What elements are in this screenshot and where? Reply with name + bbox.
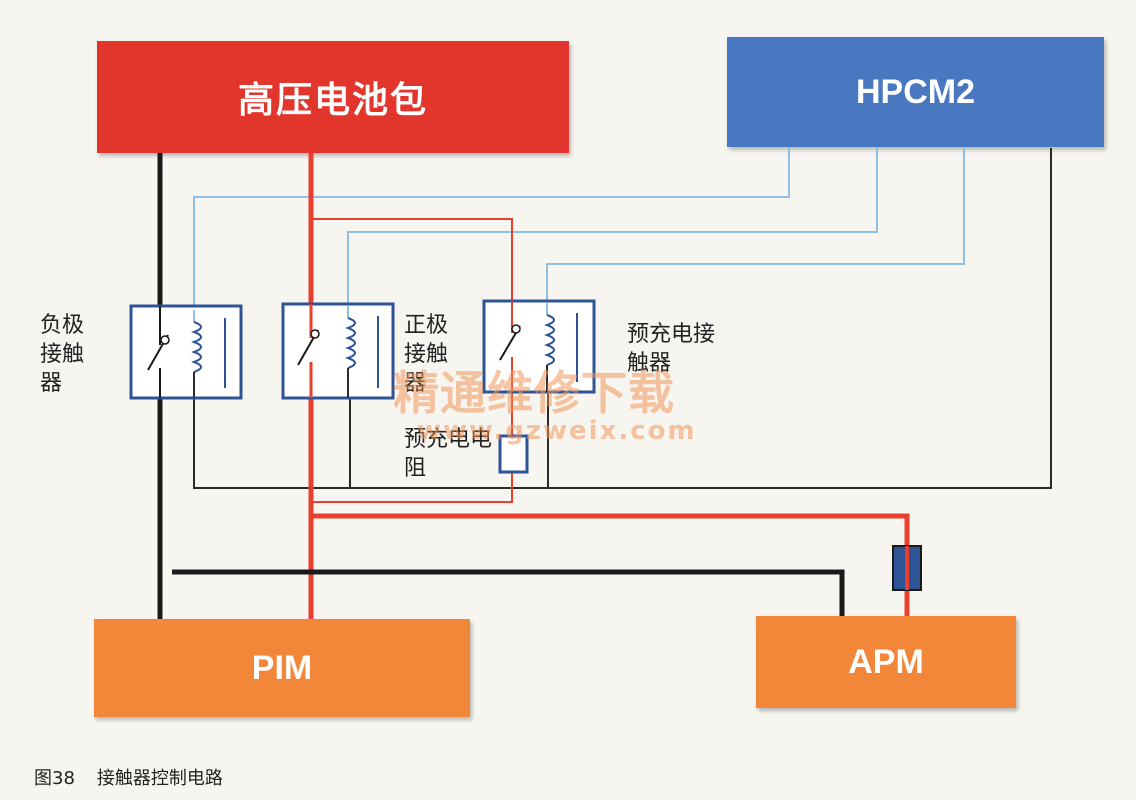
ground-wire-bus [193,148,1052,489]
hv-positive-to-apm [311,513,910,546]
hpcm2-label: HPCM2 [855,72,976,111]
precharge-resistor-label: 预充电电阻 [404,427,493,481]
hv-negative-to-apm [172,569,845,616]
signal-wire-negative [193,148,790,310]
negative-contactor [129,304,243,400]
positive-contactor-label: 正极接触器 [404,313,449,396]
pim-block: PIM [94,619,470,717]
figure-title: 接触器控制电路 [96,768,223,789]
precharge-contactor [482,299,596,394]
precharge-path [311,218,513,503]
positive-contactor [281,302,395,400]
watermark-text: 精通维修下载 [393,366,675,420]
precharge-resistor [498,434,529,474]
battery-pack-label: 高压电池包 [237,79,428,120]
precharge-contactor-label: 预充电接触器 [627,322,716,376]
watermark-url: www.gzweix.com [417,416,697,446]
pim-label: PIM [251,648,313,687]
precharge-wire-bottom [311,472,513,503]
signal-wire-precharge [546,148,965,303]
figure-caption: 图38 接触器控制电路 [34,764,223,790]
negative-contactor-label: 负极接触器 [40,313,85,396]
ground-wires [193,148,1052,489]
precharge-wire-top [311,218,513,302]
apm-label: APM [848,642,924,681]
battery-pack-block: 高压电池包 [97,41,569,153]
apm-block: APM [756,616,1016,708]
hpcm2-block: HPCM2 [727,37,1104,147]
signal-wire-positive [347,148,878,306]
figure-number: 图38 [34,768,75,789]
signal-wires [193,148,965,310]
